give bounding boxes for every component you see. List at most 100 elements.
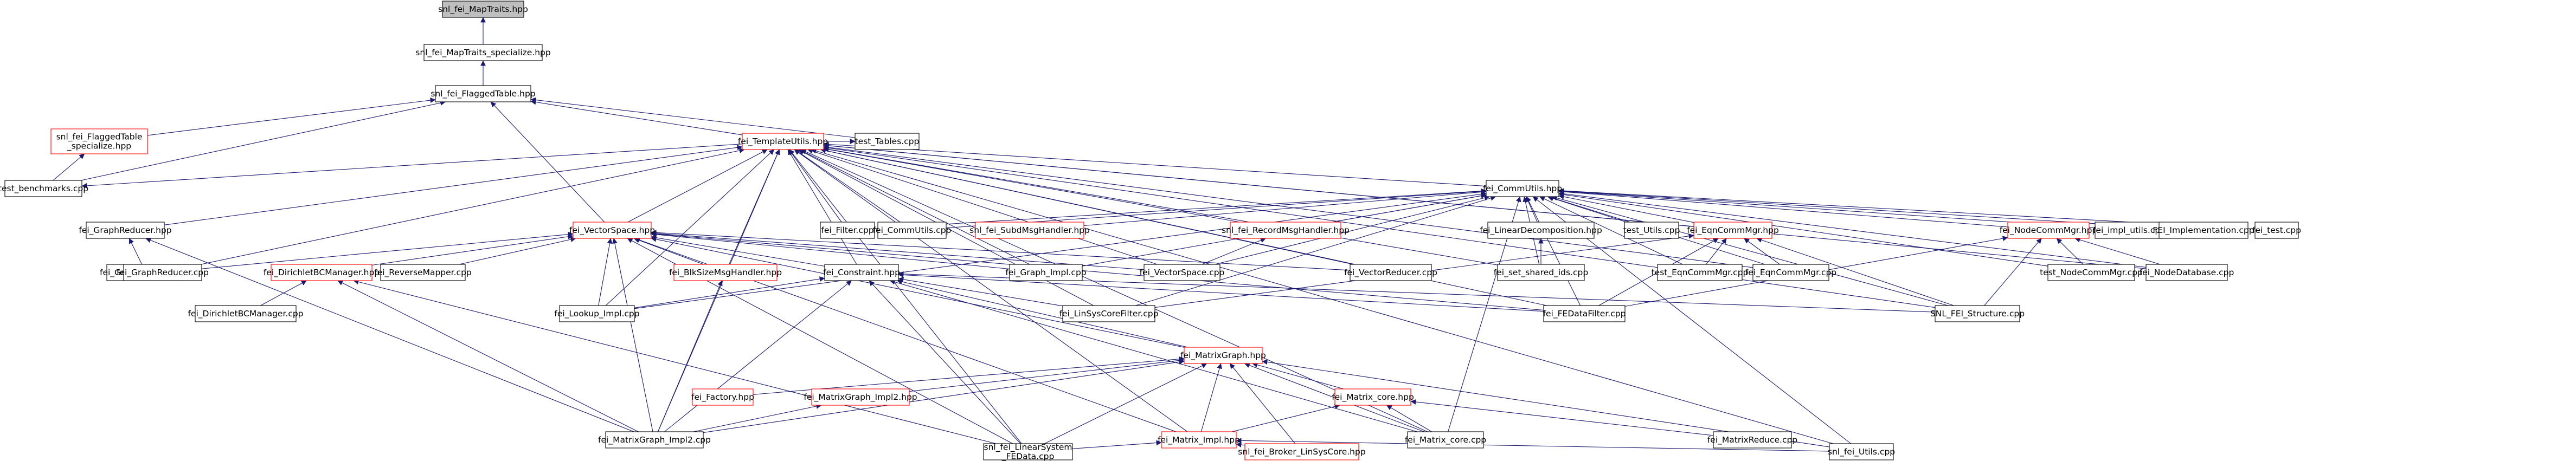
node-label: fei_Graph_Impl.cpp [1005, 268, 1086, 278]
node-label: SNL_FEI_Structure.cpp [1930, 309, 2025, 319]
node-graph-impl[interactable]: fei_Graph_Impl.cpp [1005, 264, 1087, 281]
edge-constraint_hpp-to-templateutils [787, 149, 857, 265]
node-templateutils[interactable]: fei_TemplateUtils.hpp [738, 133, 828, 150]
edge-test_utils-to-commutils [1547, 196, 1627, 223]
node-graphreducer-hpp[interactable]: fei_GraphReducer.hpp [79, 222, 172, 239]
node-reversemapper[interactable]: fei_ReverseMapper.cpp [374, 264, 472, 281]
node-box [855, 133, 920, 150]
node-label: test_Utils.cpp [1623, 225, 1680, 236]
node-flaggedtable-spec[interactable]: snl_fei_FlaggedTable_specialize.hpp [50, 128, 148, 154]
node-recordmsghandler[interactable]: snl_fei_RecordMsgHandler.hpp [1222, 222, 1350, 239]
node-lineardecomp[interactable]: fei_LinearDecomposition.hpp [1480, 222, 1602, 239]
node-vectorspace-hpp[interactable]: fei_VectorSpace.hpp [569, 222, 655, 239]
node-linsyscorefilter[interactable]: fei_LinSysCoreFilter.cpp [1059, 305, 1159, 322]
node-test-benchmarks[interactable]: test_benchmarks.cpp [0, 180, 88, 197]
node-test-nodecommmgr[interactable]: test_NodeCommMgr.cpp [2040, 264, 2143, 281]
node-matrix-core-hpp[interactable]: fei_Matrix_core.hpp [1332, 388, 1414, 406]
edge-lineardecomp-to-commutils [1525, 196, 1538, 223]
edge-linearsystem_fedata-to-matrix_impl_hpp [1072, 440, 1162, 449]
node-matrixgraph-hpp[interactable]: fei_MatrixGraph.hpp [1180, 347, 1266, 364]
edge-flaggedtable_spec-to-flaggedtable [147, 98, 436, 136]
node-dirichlet-hpp[interactable]: fei_DirichletBCManager.hpp [264, 264, 380, 281]
node-box [1752, 264, 1829, 281]
node-eqncommmgr-hpp[interactable]: fei_EqnCommMgr.hpp [1687, 222, 1779, 239]
node-box [423, 44, 543, 61]
node-label: snl_fei_MapTraits_specialize.hpp [415, 48, 550, 58]
node-vectorspace-cpp[interactable]: fei_VectorSpace.cpp [1140, 264, 1225, 281]
node-eqncommmgr-cpp[interactable]: fei_EqnCommMgr.cpp [1745, 264, 1836, 281]
edge-vectorspace_cpp-to-commutils [1215, 195, 1490, 265]
node-box [1497, 264, 1585, 281]
node-dirichlet-cpp[interactable]: fei_DirichletBCManager.cpp [188, 305, 304, 322]
edge-vectorspace_hpp-to-flaggedtable [490, 101, 605, 223]
edge-matrixgraph_impl2_cpp-to-constraint_hpp [664, 280, 852, 432]
edge-test_nodecommmgr-to-commutils [1558, 192, 2048, 267]
node-fedatafilter[interactable]: fei_FEDataFilter.cpp [1543, 305, 1626, 322]
node-filter-cpp[interactable]: fei_Filter.cpp [820, 222, 875, 239]
edge-graph_impl-to-vectorspace_hpp [651, 231, 1010, 270]
node-snl-fei-structure[interactable]: SNL_FEI_Structure.cpp [1930, 305, 2025, 322]
node-commutils[interactable]: fei_CommUtils.hpp [1483, 180, 1562, 197]
edge-commutils-to-templateutils [823, 141, 1487, 187]
node-label: fei_CommUtils.hpp [1483, 184, 1562, 194]
node-test-utils[interactable]: test_Utils.cpp [1623, 222, 1680, 239]
edge-matrixgraph_impl2_cpp-to-graphreducer_hpp [145, 237, 634, 432]
node-matrix-core-cpp[interactable]: fei_Matrix_core.cpp [1405, 431, 1486, 449]
node-matrix-impl-hpp[interactable]: fei_Matrix_Impl.hpp [1158, 431, 1240, 449]
node-label: fei_EqnCommMgr.hpp [1687, 225, 1779, 236]
edge-eqncommmgr_hpp-to-commutils [1558, 194, 1694, 223]
edge-snl_fei_structure-to-nodecommmgr_hpp [1984, 238, 2042, 306]
node-nodecommmgr-hpp[interactable]: fei_NodeCommMgr.hpp [2000, 222, 2098, 239]
node-set-shared-ids[interactable]: fei_set_shared_ids.cpp [1494, 264, 1588, 281]
node-maptraits[interactable]: snl_fei_MapTraits.hpp [438, 1, 528, 18]
edge-test_nodecommmgr-to-nodecommmgr_hpp [2056, 238, 2084, 265]
node-matrixreduce[interactable]: fei_MatrixReduce.cpp [1707, 431, 1797, 449]
node-box [2254, 222, 2299, 239]
edge-vectorspace_cpp-to-vectorspace_hpp [651, 231, 1145, 270]
edge-broker_linsyscore-to-matrix_impl_hpp [1236, 442, 1245, 447]
node-test-eqncommmgr[interactable]: test_EqnCommMgr.cpp [1652, 264, 1749, 281]
node-graphreducer-cpp2[interactable]: fei_GraphReducer.cpp [117, 264, 209, 281]
node-fei-impl-cpp[interactable]: FEI_Implementation.cpp [2153, 222, 2254, 239]
edge-fedatafilter-to-commutils [1526, 196, 1581, 306]
node-matrixgraph-impl2-hpp[interactable]: fei_MatrixGraph_Impl2.hpp [804, 388, 917, 406]
node-constraint-hpp[interactable]: fei_Constraint.hpp [823, 264, 900, 281]
node-box [1184, 347, 1263, 364]
edge-linearsystem_fedata-to-dirichlet_hpp [353, 279, 997, 444]
node-fei-test[interactable]: fei_test.cpp [2252, 222, 2301, 239]
node-submsghandler[interactable]: snl_fei_SubdMsgHandler.hpp [969, 222, 1090, 239]
node-broker-linsyscore[interactable]: snl_fei_Broker_LinSysCore.hpp [1238, 443, 1366, 460]
node-commutils-cpp[interactable]: fei_CommUtils.cpp [873, 222, 952, 239]
node-maptraits-spec[interactable]: snl_fei_MapTraits_specialize.hpp [415, 44, 551, 61]
edge-lookup_impl-to-vectorspace_hpp [598, 238, 613, 306]
node-box [877, 222, 947, 239]
edge-lookup_impl-to-templateutils [605, 149, 775, 306]
node-box [1487, 222, 1595, 239]
node-label: snl_fei_MapTraits.hpp [438, 4, 528, 15]
node-box [692, 388, 754, 406]
node-factory-hpp[interactable]: fei_Factory.hpp [691, 388, 754, 406]
node-box [271, 264, 372, 281]
edge-vectorspace_cpp-to-templateutils [807, 148, 1158, 265]
node-test-tables[interactable]: test_Tables.cpp [855, 133, 920, 150]
edge-matrixgraph_impl2_cpp-to-matrixgraph_impl2_hpp [693, 404, 822, 432]
node-vectorreducer[interactable]: fei_VectorReducer.cpp [1344, 264, 1437, 281]
node-box [605, 431, 704, 449]
node-box [1657, 264, 1743, 281]
node-flaggedtable[interactable]: snl_fei_FlaggedTable.hpp [431, 85, 536, 102]
edge-lookup_impl-to-constraint_hpp [634, 276, 825, 308]
node-nodedatabase[interactable]: fei_NodeDatabase.cpp [2140, 264, 2234, 281]
node-snl-fei-utils[interactable]: snl_fei_Utils.cpp [1828, 443, 1895, 460]
node-impl-utils[interactable]: fei_impl_utils.cpp [2093, 222, 2166, 239]
node-linearsystem-fedata[interactable]: snl_fei_LinearSystem_FEData.cpp [983, 443, 1073, 461]
edge-graphreducer_hpp-to-templateutils [164, 145, 743, 225]
node-matrixgraph-impl2-cpp[interactable]: fei_MatrixGraph_Impl2.cpp [598, 431, 711, 449]
edge-matrix_core_cpp-to-constraint_hpp [889, 279, 1417, 432]
edge-matrix_core_cpp-to-matrixgraph_hpp [1244, 362, 1424, 432]
nodes-layer: snl_fei_MapTraits.hpp snl_fei_MapTraits_s… [0, 1, 2301, 461]
node-lookup-impl[interactable]: fei_Lookup_Impl.cpp [554, 305, 640, 322]
node-label: _specialize.hpp [67, 141, 131, 152]
node-bcsmsghandler[interactable]: fei_BlkSizeMsgHandler.hpp [669, 264, 782, 281]
node-label: fei_NodeDatabase.cpp [2140, 268, 2234, 278]
node-box [1486, 180, 1559, 197]
